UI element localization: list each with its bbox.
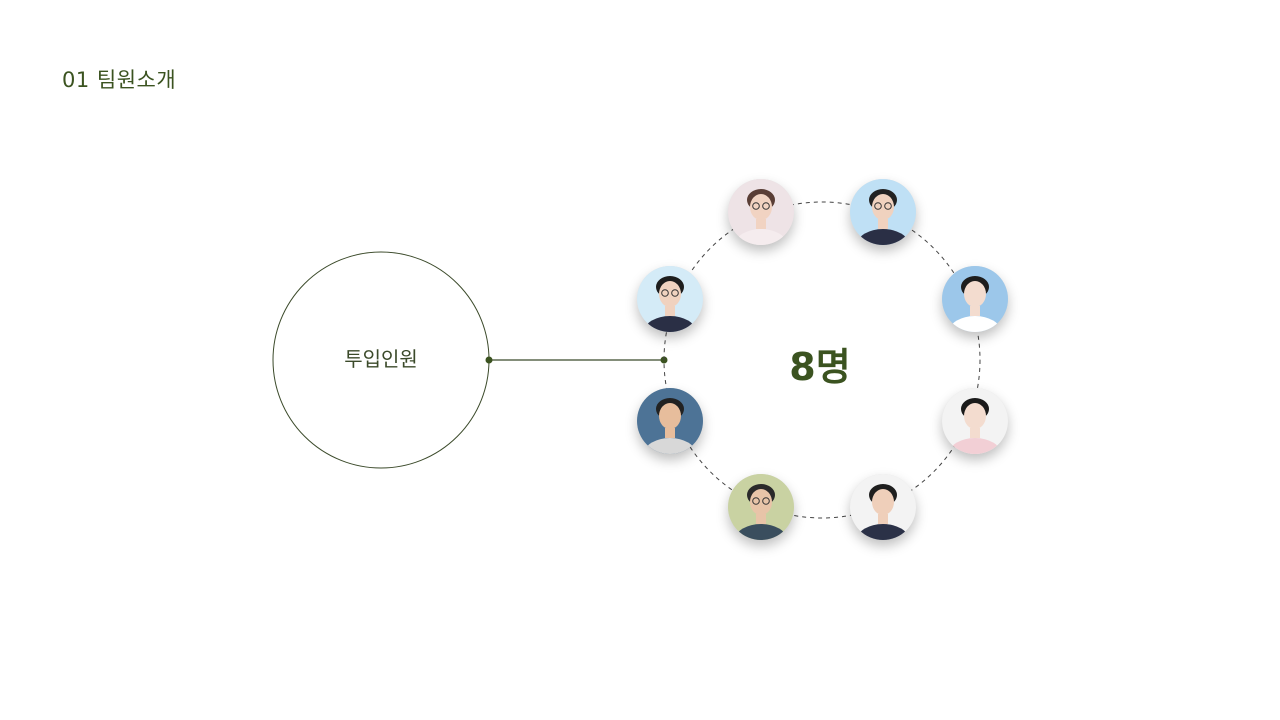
member-avatar-1	[728, 179, 794, 245]
portrait-face	[964, 281, 986, 307]
portrait-neck	[665, 428, 675, 438]
portrait-shoulders	[644, 316, 696, 332]
member-avatar-7	[637, 388, 703, 454]
portrait-shoulders	[949, 438, 1001, 454]
page-title: 01 팀원소개	[62, 68, 177, 92]
member-avatar-5	[850, 474, 916, 540]
portrait-face	[964, 403, 986, 429]
portrait-shoulders	[857, 229, 909, 245]
glasses-right-lens	[762, 202, 770, 210]
member-avatar-6	[728, 474, 794, 540]
portrait-neck	[878, 219, 888, 229]
portrait-neck	[756, 219, 766, 229]
portrait-shoulders	[735, 524, 787, 540]
connector-start-dot	[485, 356, 493, 364]
portrait-photo	[942, 388, 1008, 454]
portrait-photo	[637, 388, 703, 454]
member-count: 8명	[789, 345, 851, 389]
portrait-neck	[878, 514, 888, 524]
source-label: 투입인원	[344, 347, 418, 371]
portrait-photo	[850, 179, 916, 245]
portrait-photo	[942, 266, 1008, 332]
portrait-photo	[850, 474, 916, 540]
glasses-left-lens	[874, 202, 882, 210]
glasses-right-lens	[762, 497, 770, 505]
glasses-right-lens	[884, 202, 892, 210]
glasses-left-lens	[661, 289, 669, 297]
portrait-face	[659, 403, 681, 429]
portrait-photo	[728, 474, 794, 540]
portrait-face	[872, 489, 894, 515]
member-avatar-2	[850, 179, 916, 245]
portrait-neck	[970, 306, 980, 316]
member-avatar-4	[942, 388, 1008, 454]
glasses-right-lens	[671, 289, 679, 297]
portrait-photo	[637, 266, 703, 332]
team-orbit-ring	[663, 201, 981, 519]
member-avatar-8	[637, 266, 703, 332]
portrait-neck	[970, 428, 980, 438]
portrait-face	[750, 194, 772, 220]
glasses-left-lens	[752, 202, 760, 210]
portrait-shoulders	[644, 438, 696, 454]
portrait-face	[750, 489, 772, 515]
portrait-photo	[728, 179, 794, 245]
portrait-neck	[665, 306, 675, 316]
portrait-shoulders	[735, 229, 787, 245]
portrait-shoulders	[949, 316, 1001, 332]
member-avatar-3	[942, 266, 1008, 332]
glasses-left-lens	[752, 497, 760, 505]
portrait-neck	[756, 514, 766, 524]
portrait-face	[872, 194, 894, 220]
portrait-shoulders	[857, 524, 909, 540]
portrait-face	[659, 281, 681, 307]
